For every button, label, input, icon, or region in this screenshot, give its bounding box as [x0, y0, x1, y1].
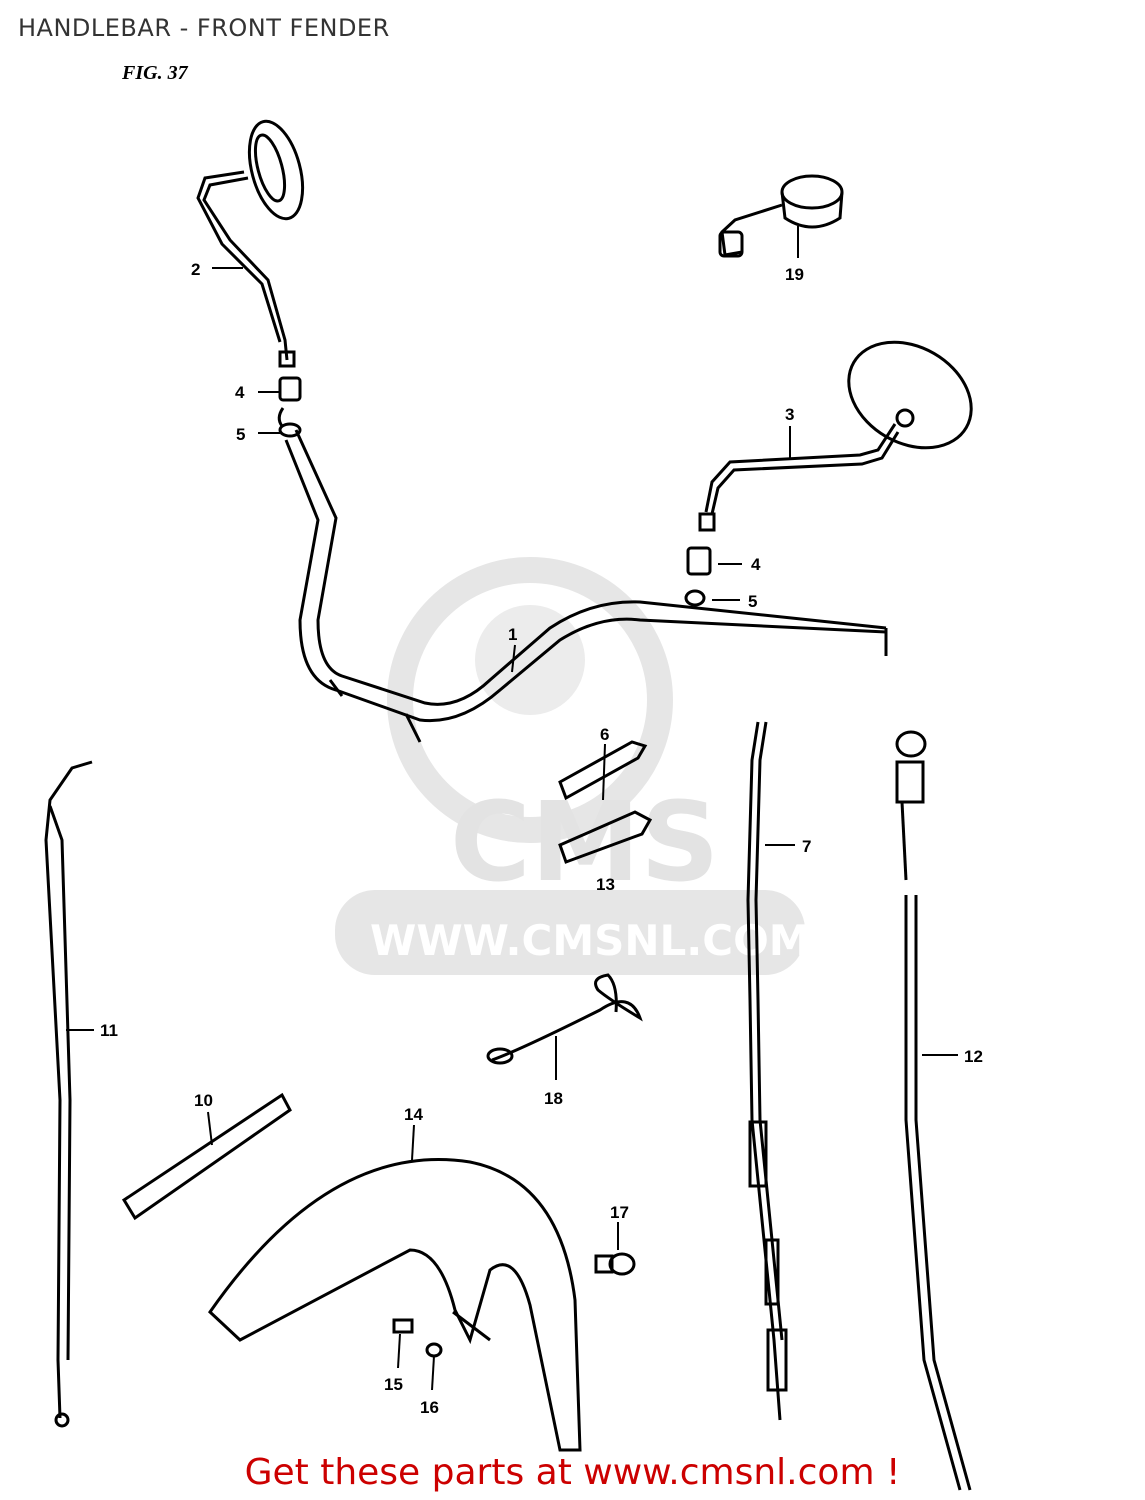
mirror-right — [698, 340, 973, 532]
nut-washer-left — [277, 376, 302, 438]
band-10 — [121, 1092, 292, 1221]
choke-cable — [895, 730, 972, 1491]
handlebar-switch — [718, 174, 844, 258]
callout-13: 13 — [596, 875, 615, 894]
callout-11: 11 — [100, 1021, 118, 1040]
leader-lines — [66, 226, 958, 1391]
callout-7: 7 — [802, 837, 811, 856]
clamp-bands — [558, 740, 653, 864]
callout-12: 12 — [964, 1047, 983, 1066]
callout-4-left: 4 — [235, 383, 245, 402]
watermark-logo-text: CMS — [450, 778, 719, 906]
clutch-cable — [746, 721, 788, 1421]
callout-17: 17 — [610, 1203, 629, 1222]
figure-label: FIG. 37 — [122, 62, 188, 84]
callout-10: 10 — [194, 1091, 213, 1110]
footer-parts-link[interactable]: Get these parts at www.cmsnl.com ! — [244, 1452, 901, 1493]
callout-3: 3 — [785, 405, 794, 424]
callout-15: 15 — [384, 1375, 403, 1394]
cms-watermark: CMS WWW.CMSNL.COM — [335, 557, 811, 975]
callout-14: 14 — [404, 1105, 423, 1124]
handlebar — [284, 429, 888, 743]
mirror-left — [196, 119, 305, 368]
callout-5-right: 5 — [748, 592, 757, 611]
hook-clip — [486, 973, 643, 1065]
throttle-cable — [44, 760, 93, 1428]
small-hardware — [392, 1252, 636, 1358]
callout-18: 18 — [544, 1089, 563, 1108]
callout-6: 6 — [600, 725, 609, 744]
callout-1: 1 — [508, 625, 517, 644]
nut-washer-right — [684, 546, 712, 607]
callout-4-right: 4 — [751, 555, 761, 574]
callouts: 2 4 5 1 3 4 5 6 13 7 19 11 12 10 14 18 1… — [100, 260, 983, 1417]
callout-2: 2 — [191, 260, 200, 279]
callout-5-left: 5 — [236, 425, 245, 444]
watermark-url-text: WWW.CMSNL.COM — [370, 916, 811, 965]
front-fender — [208, 1158, 582, 1452]
callout-19: 19 — [785, 265, 804, 284]
callout-16: 16 — [420, 1398, 439, 1417]
page-title: HANDLEBAR - FRONT FENDER — [18, 14, 390, 42]
